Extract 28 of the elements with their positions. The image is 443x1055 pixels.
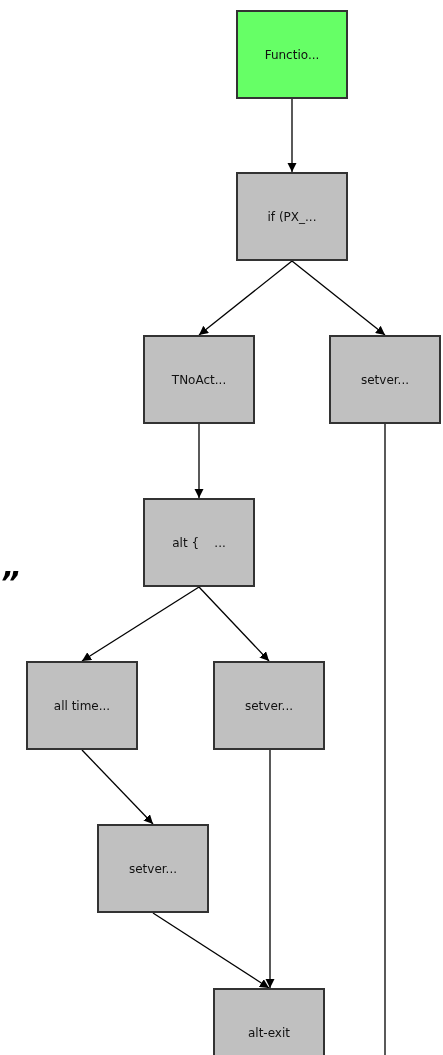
node-label: if (PX_... xyxy=(267,209,317,224)
process-box xyxy=(213,661,325,750)
arrow xyxy=(198,586,270,662)
process-box xyxy=(97,824,209,913)
process-box xyxy=(143,498,255,587)
node-label: Functio... xyxy=(264,47,320,62)
process-box xyxy=(26,661,138,750)
arrow xyxy=(81,586,200,662)
arrow xyxy=(81,749,154,825)
arrow xyxy=(291,260,386,336)
node-label: alt { ... xyxy=(172,535,226,550)
process-box xyxy=(213,988,325,1055)
node-label: TNoAct... xyxy=(171,372,227,387)
arrow xyxy=(265,749,275,989)
arrow xyxy=(152,912,270,989)
arrow xyxy=(194,423,204,499)
node-label: setver... xyxy=(128,861,178,876)
node-label: all time... xyxy=(53,698,111,713)
node-label: alt-exit xyxy=(247,1025,290,1040)
process-box xyxy=(329,335,441,424)
node-label: setver... xyxy=(244,698,294,713)
arrow xyxy=(198,260,293,336)
process-box xyxy=(236,10,348,99)
process-box xyxy=(143,335,255,424)
process-box xyxy=(236,172,348,261)
node-label: setver... xyxy=(360,372,410,387)
arrow xyxy=(287,98,297,173)
quote-mark: ” xyxy=(0,568,20,598)
